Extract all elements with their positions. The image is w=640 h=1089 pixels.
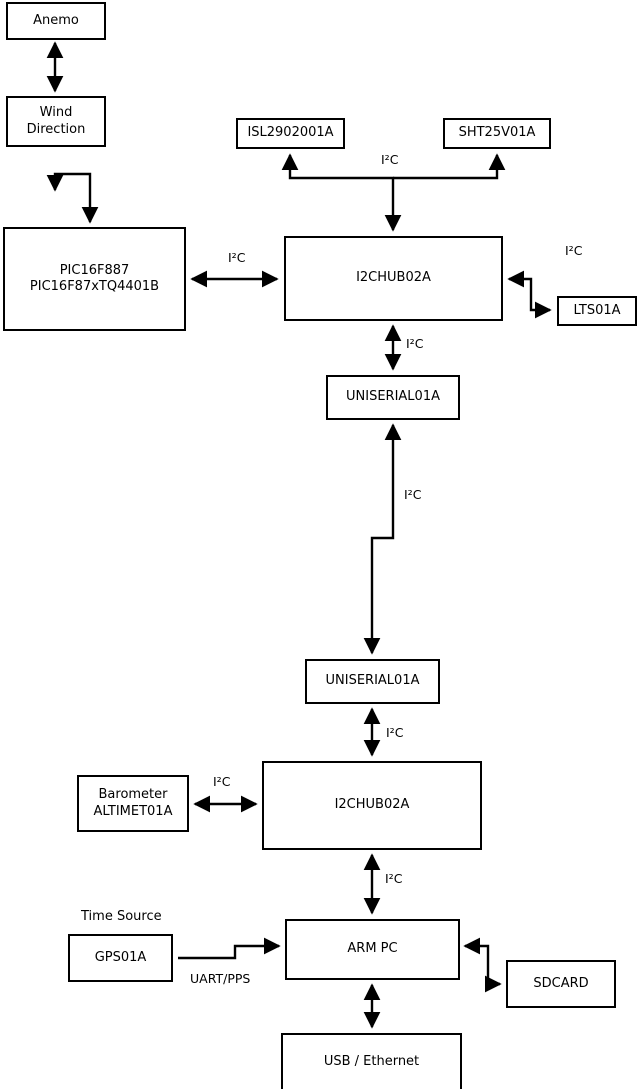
edge-label-i2c-barometer-hubbot: I²C xyxy=(213,774,231,789)
connector-armpc-sdcard xyxy=(463,937,502,993)
node-gps01a-label: GPS01A xyxy=(94,949,147,965)
node-isl2902001a-label: ISL2902001A xyxy=(247,125,334,141)
node-i2chub02a-top-label: I2CHUB02A xyxy=(356,270,431,286)
node-barometer-altimet01a[interactable]: Barometer ALTIMET01A xyxy=(77,775,189,832)
node-gps01a[interactable]: GPS01A xyxy=(68,934,173,982)
connector-gps-armpc xyxy=(178,937,281,960)
node-uniserial01a-bottom[interactable]: UNISERIAL01A xyxy=(305,659,440,704)
node-lts01a-label: LTS01A xyxy=(573,302,621,318)
node-isl2902001a[interactable]: ISL2902001A xyxy=(236,118,345,149)
edge-label-i2c-uniserial-hubbot: I²C xyxy=(386,725,404,740)
edge-label-i2c-hubtop-fanout: I²C xyxy=(381,152,399,167)
node-sht25v01a-label: SHT25V01A xyxy=(458,125,536,141)
connector-hubtop-lts xyxy=(507,270,552,319)
label-time-source: Time Source xyxy=(81,909,162,924)
node-i2chub02a-top[interactable]: I2CHUB02A xyxy=(284,236,503,321)
node-uniserial01a-bottom-label: UNISERIAL01A xyxy=(325,673,420,689)
node-anemo[interactable]: Anemo xyxy=(6,2,106,40)
edge-label-uart-pps: UART/PPS xyxy=(190,971,251,986)
edge-label-i2c-hubtop-lts: I²C xyxy=(565,243,583,258)
node-usb-ethernet-label: USB / Ethernet xyxy=(323,1053,420,1069)
node-uniserial01a-top[interactable]: UNISERIAL01A xyxy=(326,375,460,420)
node-i2chub02a-bottom[interactable]: I2CHUB02A xyxy=(262,761,482,850)
node-i2chub02a-bottom-label: I2CHUB02A xyxy=(334,797,410,813)
edge-label-i2c-uniserial-link: I²C xyxy=(404,487,422,502)
node-uniserial01a-top-label: UNISERIAL01A xyxy=(346,389,440,405)
node-pic-mcu-label: PIC16F887 PIC16F87xTQ4401B xyxy=(29,262,160,294)
node-wind-direction-label: Wind Direction xyxy=(26,105,86,137)
node-arm-pc-label: ARM PC xyxy=(347,941,398,957)
connector-hubtop-sht xyxy=(393,153,506,180)
node-arm-pc[interactable]: ARM PC xyxy=(285,919,460,980)
connector-uniserial-link xyxy=(363,423,402,655)
node-sdcard[interactable]: SDCARD xyxy=(506,960,616,1008)
node-anemo-label: Anemo xyxy=(33,12,79,28)
edge-label-i2c-hubtop-uniserial: I²C xyxy=(406,336,424,351)
node-lts01a[interactable]: LTS01A xyxy=(557,296,637,326)
node-wind-direction[interactable]: Wind Direction xyxy=(6,96,106,147)
node-barometer-altimet01a-label: Barometer ALTIMET01A xyxy=(93,787,173,819)
node-usb-ethernet[interactable]: USB / Ethernet xyxy=(281,1033,462,1089)
node-pic-mcu[interactable]: PIC16F887 PIC16F87xTQ4401B xyxy=(3,227,186,331)
connector-wind-pic xyxy=(46,172,99,224)
edge-label-i2c-pic-hubtop: I²C xyxy=(228,250,246,265)
connector-hubtop-fanout xyxy=(281,153,402,232)
node-sht25v01a[interactable]: SHT25V01A xyxy=(443,118,551,149)
node-sdcard-label: SDCARD xyxy=(533,975,589,991)
edge-label-i2c-hubbot-armpc: I²C xyxy=(385,871,403,886)
